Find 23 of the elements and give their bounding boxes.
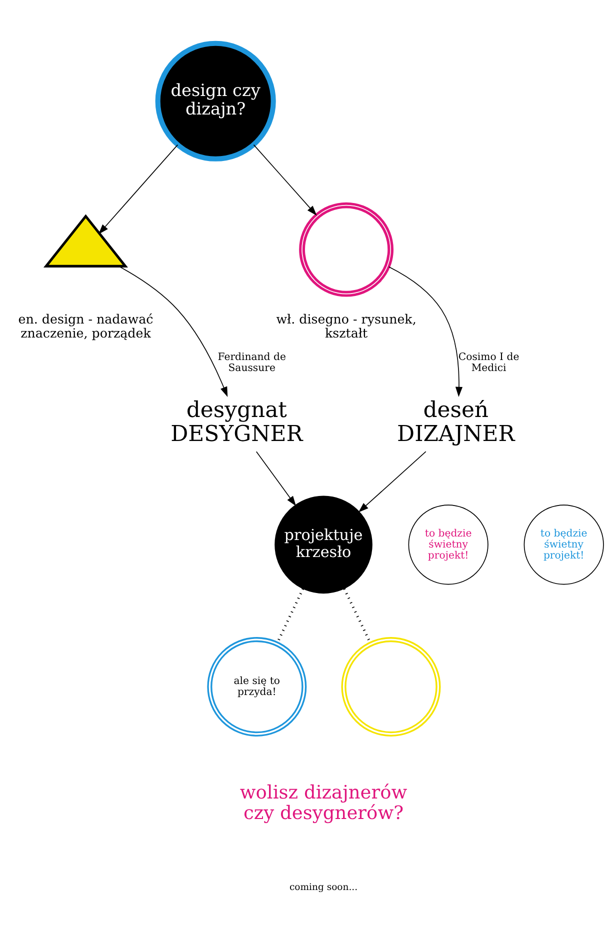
node-label: wł. disegno - rysunek, kształt <box>276 310 416 340</box>
arrow <box>118 265 228 396</box>
node-text: desygnat DESYGNER <box>170 397 303 447</box>
connector <box>276 588 304 642</box>
node-circle: to będzie świetny projekt! <box>408 504 488 584</box>
node-circle: ale się to przyda! <box>207 636 307 736</box>
arrow <box>388 266 463 397</box>
arrow <box>98 144 178 234</box>
connector <box>343 588 372 642</box>
node-picture <box>299 202 394 296</box>
arrow <box>256 450 296 506</box>
label: coming soon... <box>289 881 358 892</box>
node-label: en. design - nadawać znaczenie, porządek <box>18 310 154 340</box>
node-text: deseń DIZAJNER <box>397 397 515 447</box>
node-circle: design czy dizajn? <box>155 40 276 161</box>
arrow <box>358 450 426 512</box>
arrow <box>253 144 317 216</box>
label: wolisz dizajnerów czy desygnerów? <box>240 782 408 824</box>
node-picture <box>43 214 128 267</box>
node-circle: to będzie świetny projekt! <box>524 504 604 584</box>
edge-label: Ferdinand de Saussure <box>218 352 286 374</box>
edge-label: Cosimo I de Medici <box>458 352 520 374</box>
node-circle <box>341 636 441 736</box>
